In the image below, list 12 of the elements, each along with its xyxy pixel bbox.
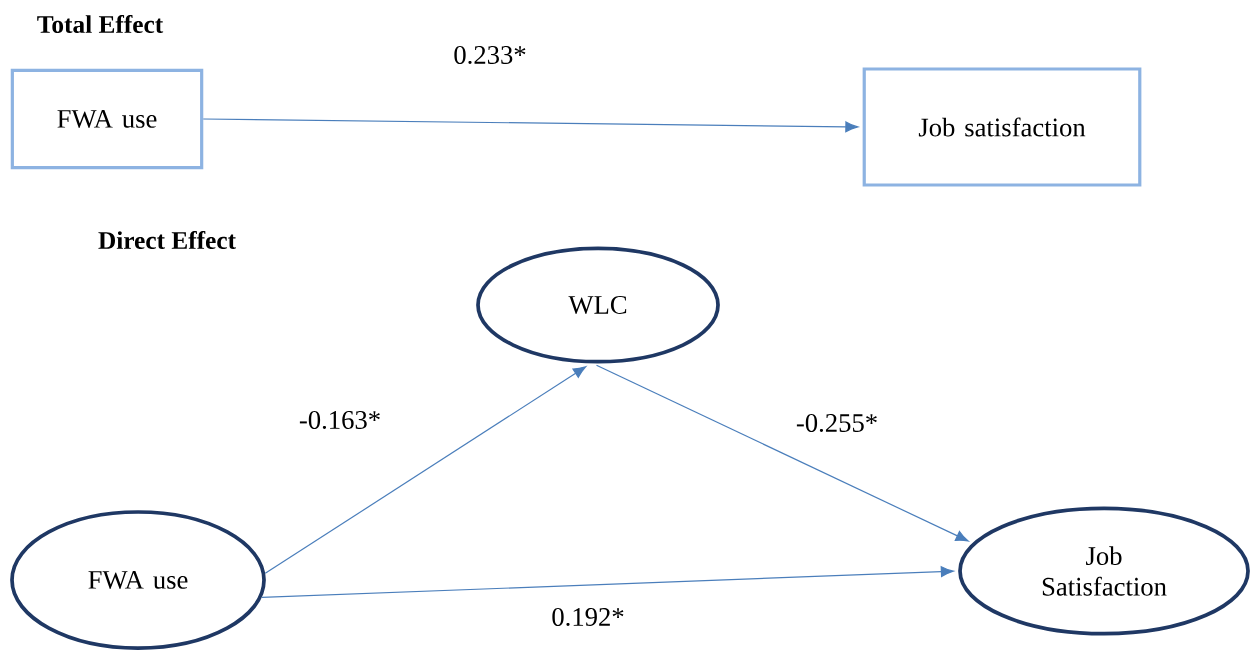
arrow	[264, 366, 587, 574]
edge-label: -0.163*	[297, 409, 383, 431]
variable-box: FWA use	[10, 68, 204, 170]
edge-label: 0.192*	[550, 606, 626, 628]
section-heading: Direct Effect	[98, 230, 236, 250]
edge-label: -0.255*	[794, 412, 880, 434]
arrow	[595, 364, 969, 542]
arrow	[202, 118, 859, 133]
section-heading: Total Effect	[37, 14, 164, 34]
variable-box: Job satisfaction	[862, 67, 1142, 187]
arrow	[261, 566, 954, 598]
edge-label: 0.233*	[452, 44, 528, 66]
